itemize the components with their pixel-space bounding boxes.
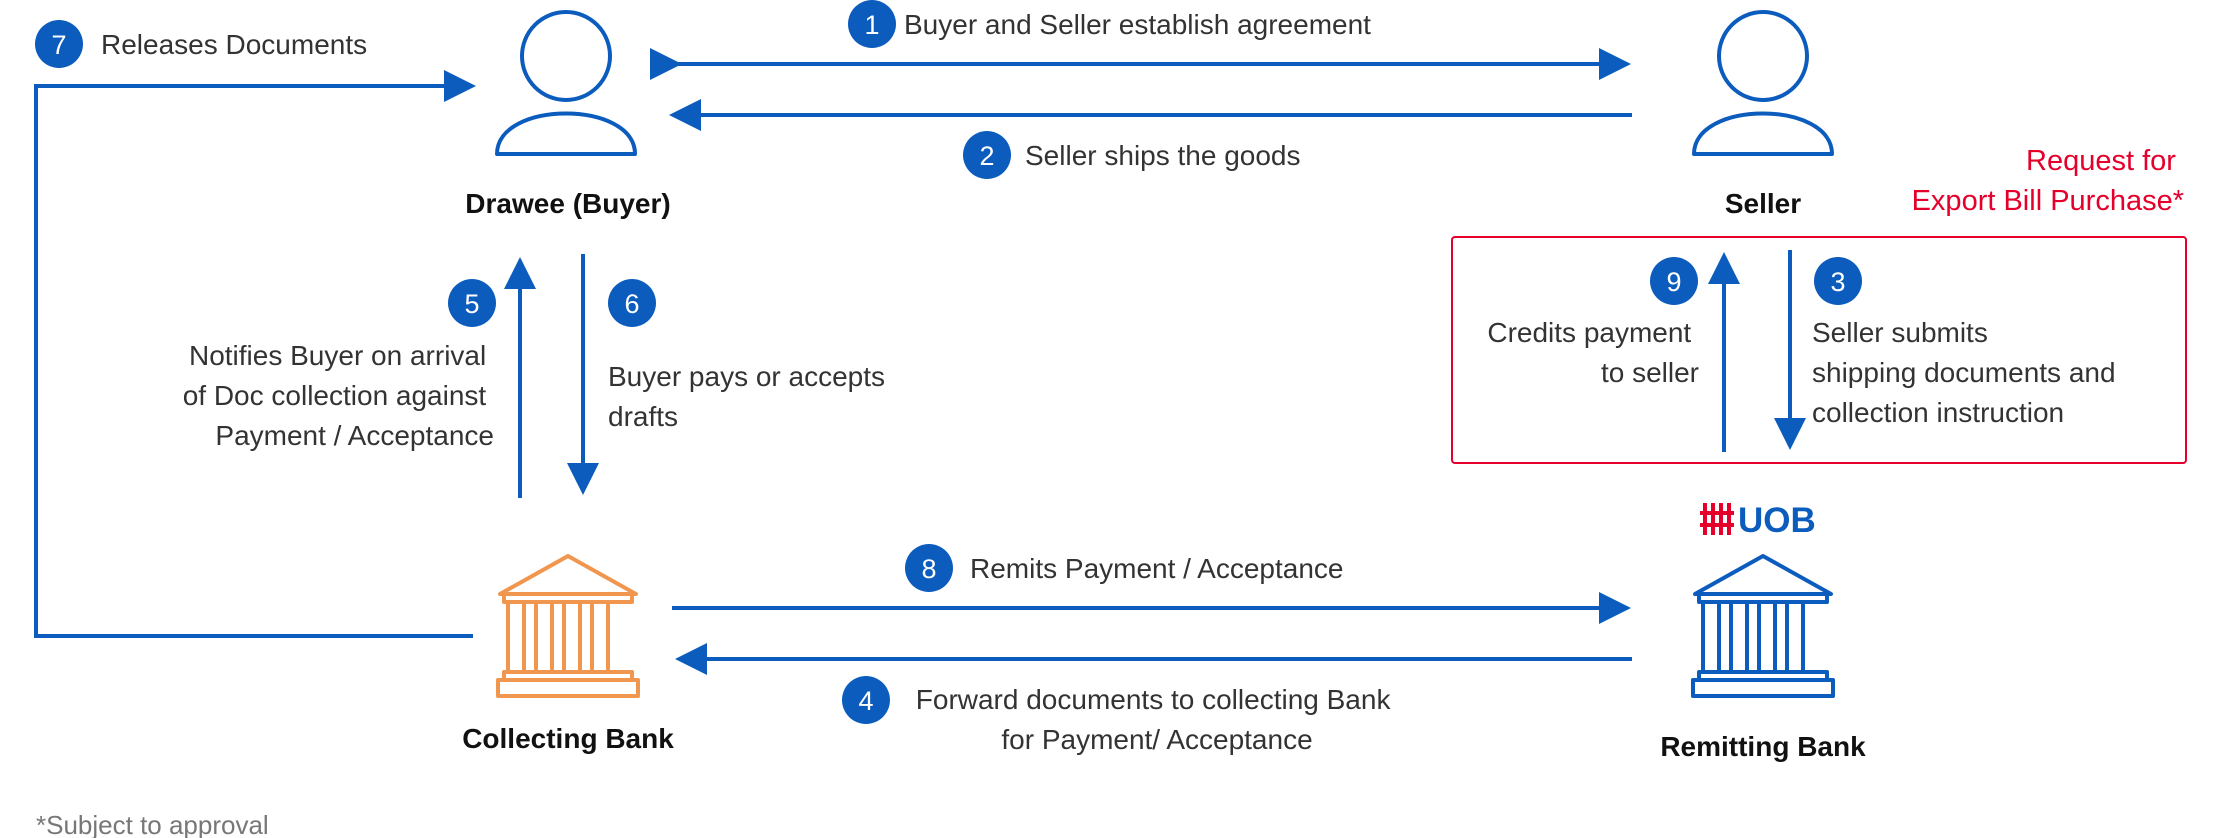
remitting-bank-icon — [1691, 554, 1835, 698]
drawee-person-icon — [495, 10, 637, 156]
collecting-bank-icon — [496, 554, 640, 698]
step-4-label: Forward documents to collecting Bank for… — [916, 684, 1398, 755]
uob-logo-text: UOB — [1738, 501, 1816, 540]
step-3-label: Seller submits shipping documents and co… — [1812, 317, 2123, 428]
step-7-badge: 7 — [35, 20, 83, 68]
step-2-badge: 2 — [963, 131, 1011, 179]
svg-text:4: 4 — [858, 686, 873, 716]
step-5-label: Notifies Buyer on arrival of Doc collect… — [183, 340, 494, 451]
seller-person-icon — [1692, 10, 1834, 156]
step-4-badge: 4 — [842, 676, 890, 724]
svg-text:6: 6 — [624, 289, 639, 319]
step-2-label: Seller ships the goods — [1025, 140, 1301, 171]
step-1-badge: 1 — [848, 0, 896, 48]
svg-text:7: 7 — [51, 30, 66, 60]
footnote: *Subject to approval — [36, 810, 269, 838]
step-6-badge: 6 — [608, 279, 656, 327]
step-8-label: Remits Payment / Acceptance — [970, 553, 1344, 584]
svg-text:2: 2 — [979, 141, 994, 171]
svg-text:1: 1 — [864, 10, 879, 40]
svg-text:5: 5 — [464, 289, 479, 319]
step-3-badge: 3 — [1814, 257, 1862, 305]
remitting-bank-label: Remitting Bank — [1660, 731, 1866, 762]
svg-text:9: 9 — [1666, 267, 1681, 297]
collecting-bank-label: Collecting Bank — [462, 723, 674, 754]
step-8-badge: 8 — [905, 544, 953, 592]
uob-logo: UOB — [1700, 501, 1816, 540]
export-bill-purchase-callout: Request for Export Bill Purchase* — [1912, 145, 2184, 217]
drawee-label: Drawee (Buyer) — [465, 188, 670, 219]
svg-text:8: 8 — [921, 554, 936, 584]
seller-label: Seller — [1725, 188, 1801, 219]
step-1-label: Buyer and Seller establish agreement — [904, 9, 1371, 40]
step-7-arrow — [34, 70, 476, 638]
step-6-label: Buyer pays or accepts drafts — [608, 361, 893, 432]
step-9-badge: 9 — [1650, 257, 1698, 305]
step-5-badge: 5 — [448, 279, 496, 327]
export-bill-purchase-box — [1451, 236, 2187, 464]
step-7-label: Releases Documents — [101, 29, 367, 60]
step-9-label: Credits payment to seller — [1487, 317, 1699, 388]
svg-text:3: 3 — [1830, 267, 1845, 297]
